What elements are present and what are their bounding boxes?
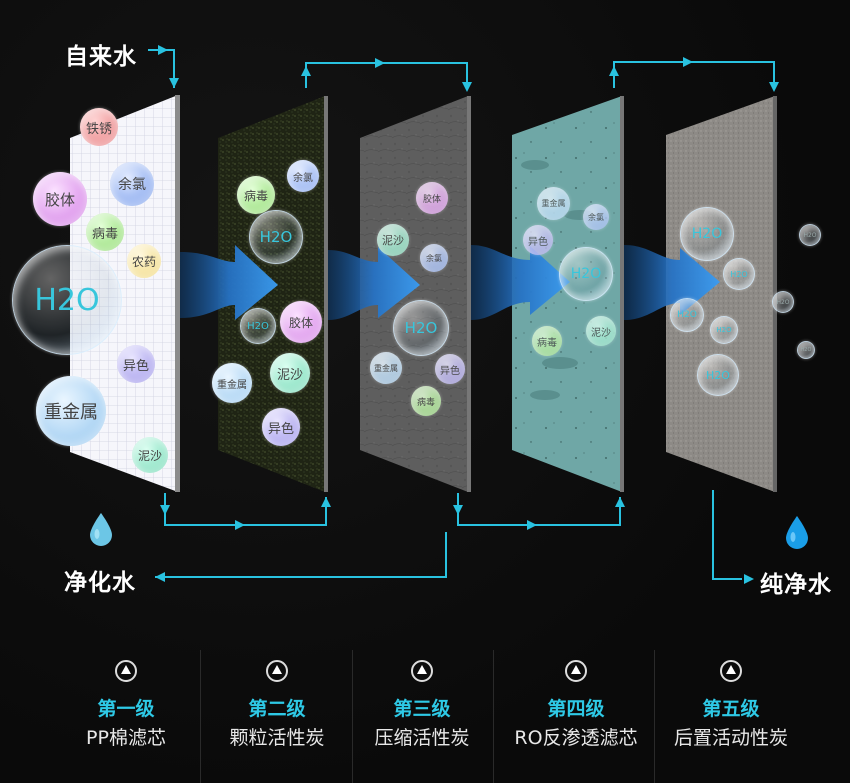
contaminant-bubble: 农药 — [127, 244, 161, 278]
stage-5: 第五级 后置活动性炭 — [656, 640, 806, 783]
h2o-bubble: H2O — [559, 247, 613, 301]
h2o-bubble: H2O — [697, 354, 739, 396]
contaminant-bubble: 重金属 — [36, 376, 106, 446]
contaminant-bubble: 泥沙 — [586, 316, 616, 346]
contaminant-bubble: 余氯 — [287, 160, 319, 192]
up-arrow-circle-icon — [411, 660, 433, 682]
stage-level: 第二级 — [248, 698, 306, 720]
h2o-bubble: H2O — [772, 291, 794, 313]
h2o-bubble: H2O — [799, 224, 821, 246]
contaminant-bubble: 异色 — [262, 408, 300, 446]
h2o-bubble: H2O — [393, 300, 449, 356]
contaminant-bubble: 病毒 — [86, 213, 124, 251]
flow-arrow-1 — [180, 245, 278, 320]
pure-water-label: 纯净水 — [760, 572, 832, 598]
stage-1: 第一级 PP棉滤芯 — [56, 640, 196, 783]
stage-name: 压缩活性炭 — [374, 727, 470, 749]
h2o-bubble: H2O — [240, 308, 276, 344]
stage-level: 第三级 — [393, 698, 451, 720]
stage-list: 第一级 PP棉滤芯 第二级 颗粒活性炭 第三级 压缩活性炭 第四级 RO反渗透滤… — [0, 640, 850, 783]
contaminant-bubble: 病毒 — [532, 326, 562, 356]
water-drop-icon — [90, 513, 112, 546]
stage-level: 第五级 — [702, 698, 760, 720]
contaminant-bubble: 重金属 — [370, 352, 402, 384]
contaminant-bubble: 异色 — [117, 345, 155, 383]
flow-arrow-3 — [471, 245, 570, 320]
contaminant-bubble: 泥沙 — [377, 224, 409, 256]
contaminant-bubble: 泥沙 — [132, 437, 168, 473]
stage-3: 第三级 压缩活性炭 — [352, 640, 492, 783]
stage-name: PP棉滤芯 — [86, 727, 166, 749]
contaminant-bubble: 重金属 — [537, 187, 570, 220]
stage-name: 后置活动性炭 — [673, 727, 788, 749]
divider — [654, 650, 655, 783]
divider — [352, 650, 353, 783]
contaminant-bubble: 胶体 — [280, 301, 322, 343]
contaminant-bubble: 异色 — [523, 225, 553, 255]
up-arrow-circle-icon — [720, 660, 742, 682]
stage-level: 第一级 — [97, 698, 155, 720]
purified-water-label: 净化水 — [64, 570, 136, 596]
h2o-bubble: H2O — [670, 298, 704, 332]
contaminant-bubble: 异色 — [435, 354, 465, 384]
up-arrow-circle-icon — [565, 660, 587, 682]
contaminant-bubble: 胶体 — [416, 182, 448, 214]
up-arrow-circle-icon — [115, 660, 137, 682]
stage-name: RO反渗透滤芯 — [514, 727, 638, 749]
h2o-bubble: H2O — [723, 258, 755, 290]
contaminant-bubble: 病毒 — [411, 386, 441, 416]
stage-4: 第四级 RO反渗透滤芯 — [496, 640, 656, 783]
contaminant-bubble: 余氯 — [583, 204, 609, 230]
h2o-bubble: H2O — [710, 316, 738, 344]
h2o-bubble: H2O — [797, 341, 815, 359]
flow-arrowheads — [155, 45, 779, 584]
divider — [493, 650, 494, 783]
stage-level: 第四级 — [547, 698, 605, 720]
contaminant-bubble: 铁锈 — [80, 108, 118, 146]
up-arrow-circle-icon — [266, 660, 288, 682]
contaminant-bubble: 余氯 — [420, 244, 448, 272]
h2o-bubble: H2O — [249, 210, 303, 264]
stage-2: 第二级 颗粒活性炭 — [207, 640, 347, 783]
h2o-bubble: H2O — [12, 245, 122, 355]
h2o-bubble: H2O — [680, 207, 734, 261]
contaminant-bubble: 余氯 — [110, 162, 154, 206]
contaminant-bubble: 病毒 — [237, 176, 275, 214]
water-drop-icon — [786, 516, 808, 549]
tap-water-label: 自来水 — [65, 44, 137, 70]
flow-arrow-2 — [328, 247, 420, 320]
contaminant-bubble: 泥沙 — [270, 353, 310, 393]
stage-name: 颗粒活性炭 — [229, 727, 325, 749]
contaminant-bubble: 重金属 — [212, 363, 252, 403]
contaminant-bubble: 胶体 — [33, 172, 87, 226]
divider — [200, 650, 201, 783]
